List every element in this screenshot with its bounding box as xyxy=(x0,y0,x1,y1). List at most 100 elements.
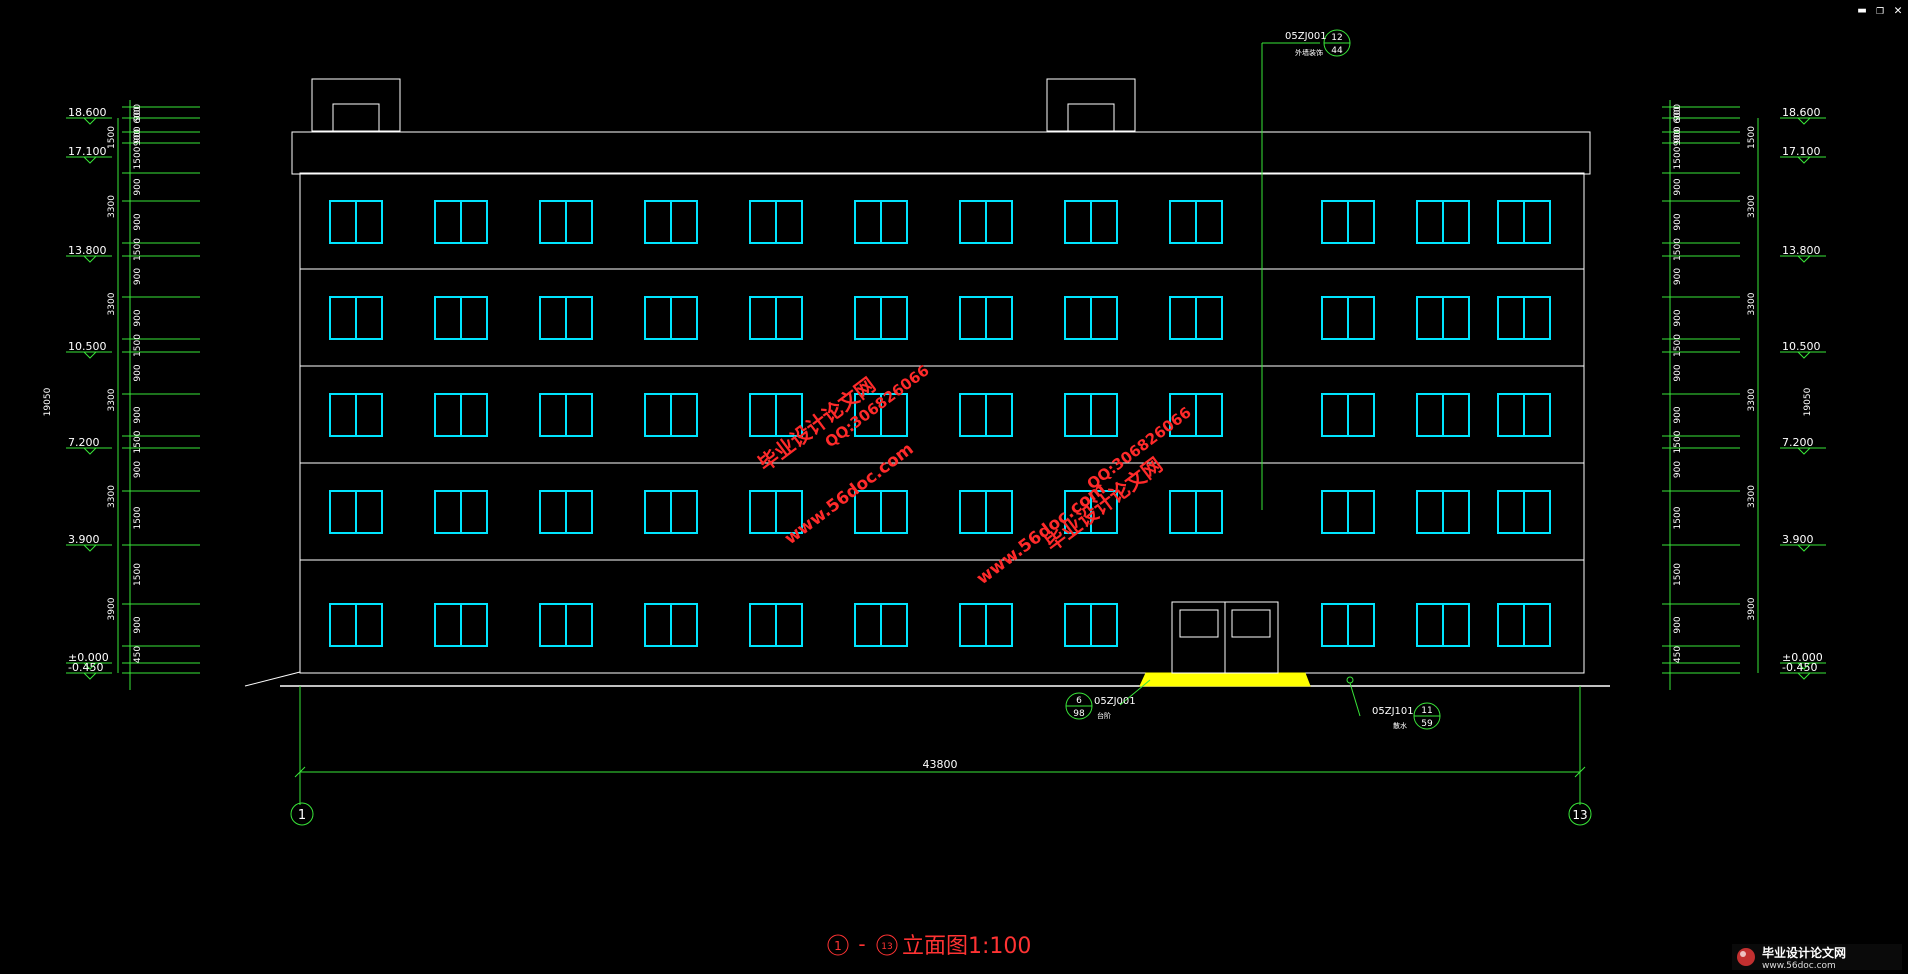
storey-dim-label: 3300 xyxy=(1747,485,1757,508)
title-dash: - xyxy=(858,932,865,956)
ramp-line xyxy=(244,671,301,687)
elevation-triangle xyxy=(82,672,98,680)
elevation-triangle xyxy=(1796,351,1812,359)
storey-dim-label: 3300 xyxy=(1747,388,1757,411)
roof-stair-house-left xyxy=(311,78,401,132)
total-width-label: 43800 xyxy=(923,758,958,771)
segment-dim-label: 450 xyxy=(1673,646,1683,663)
axis-bubble-right xyxy=(1568,802,1592,826)
axis-label-left: 1 xyxy=(298,808,306,823)
callout-top-code: 05ZJ001 xyxy=(1285,31,1327,42)
segment-dim-label: 1500 xyxy=(133,238,143,261)
segment-dim-label: 1500 xyxy=(1673,563,1683,586)
title-axis-a: 1 xyxy=(834,939,842,953)
brand-logo: 毕业设计论文网 www.56doc.com xyxy=(1732,944,1902,970)
storey-dim-label: 1500 xyxy=(1747,126,1757,149)
callout-steps-code: 05ZJ001 xyxy=(1094,696,1136,707)
storey-dim-label: 1500 xyxy=(107,126,117,149)
title-axis-b: 13 xyxy=(881,942,892,952)
elevation-label: 18.600 xyxy=(68,106,107,119)
storey-dim-label: 3300 xyxy=(107,485,117,508)
elevation-triangle xyxy=(82,117,98,125)
segment-dim-label: 1500 xyxy=(133,506,143,529)
segment-dim-label: 900 xyxy=(133,309,143,326)
segment-dim-label: 900 xyxy=(133,268,143,285)
elevation-label: ±0.000 xyxy=(1782,651,1823,664)
elevation-label: 17.100 xyxy=(68,145,107,158)
elevation-label: 7.200 xyxy=(68,436,100,449)
segment-dim-label: 900 xyxy=(133,129,143,146)
segment-dim-label: 900 xyxy=(1673,309,1683,326)
elevation-triangle xyxy=(1796,117,1812,125)
storey-dim-label: 3300 xyxy=(1747,195,1757,218)
callout-apron-page: 59 xyxy=(1421,719,1433,729)
storey-dim-label: 3300 xyxy=(107,388,117,411)
segment-dim-label: 1500 xyxy=(133,563,143,586)
leader-line-apron xyxy=(1349,682,1361,717)
segment-dim-label: 1500 xyxy=(1673,146,1683,169)
elevation-triangle xyxy=(82,544,98,552)
elevation-triangle xyxy=(1796,662,1812,670)
elevation-triangle xyxy=(1796,544,1812,552)
elevation-label: 10.500 xyxy=(68,340,107,353)
dimension-lines xyxy=(66,29,1826,826)
close-button[interactable]: ✕ xyxy=(1894,3,1902,18)
roof-stair-house-right xyxy=(1046,78,1136,132)
elevation-label: 17.100 xyxy=(1782,145,1821,158)
elevation-triangle xyxy=(82,662,98,670)
elevation-label: -0.450 xyxy=(1782,661,1817,674)
callout-steps-page: 98 xyxy=(1073,709,1085,719)
restore-button[interactable]: ❐ xyxy=(1876,3,1884,18)
segment-dim-label: 1500 xyxy=(133,334,143,357)
leader-line-steps xyxy=(1119,679,1151,706)
segment-dim-label: 1500 xyxy=(1673,238,1683,261)
segment-dim-label: 900 xyxy=(133,364,143,381)
elevation-triangle xyxy=(82,255,98,263)
roof-window-left xyxy=(332,103,380,132)
storey-dim-label: 3300 xyxy=(1747,292,1757,315)
drawing-title: 立面图1:100 xyxy=(902,934,1031,959)
door-glass-left xyxy=(1179,609,1219,638)
roof-window-right xyxy=(1067,103,1115,132)
elevation-label: ±0.000 xyxy=(68,651,109,664)
segment-dim-label: 1500 xyxy=(1673,430,1683,453)
building-outline xyxy=(244,78,1610,687)
roof-parapet xyxy=(291,131,1591,175)
building-wall xyxy=(299,172,1585,674)
callout-top-caption: 外墙装饰 xyxy=(1295,48,1323,57)
dim-tick xyxy=(294,766,306,778)
elevation-label: 13.800 xyxy=(68,244,107,257)
svg-text:毕业设计论文网: 毕业设计论文网 xyxy=(1762,945,1846,960)
total-height-label: 19050 xyxy=(43,387,53,416)
segment-dim-label: 900 xyxy=(1673,213,1683,230)
segment-dim-label: 900 xyxy=(133,406,143,423)
segment-dim-label: 1500 xyxy=(1673,334,1683,357)
callout-apron-caption: 散水 xyxy=(1393,721,1407,730)
elevation-triangle xyxy=(1796,255,1812,263)
total-height-label: 19050 xyxy=(1803,387,1813,416)
axis-bubble-left xyxy=(290,802,314,826)
watermark-url: www.56doc.com xyxy=(973,479,1110,589)
segment-dim-label: 900 xyxy=(133,213,143,230)
segment-dim-label: 900 xyxy=(1673,616,1683,633)
elevation-label: 10.500 xyxy=(1782,340,1821,353)
segment-dim-label: 900 xyxy=(1673,461,1683,478)
elevation-triangle xyxy=(1796,447,1812,455)
storey-dim-label: 3900 xyxy=(1747,597,1757,620)
callout-top-num: 12 xyxy=(1331,33,1342,43)
dim-tick xyxy=(1574,766,1586,778)
storey-dim-label: 3300 xyxy=(107,195,117,218)
entrance-steps xyxy=(1139,672,1311,687)
storey-dim-label: 3900 xyxy=(107,597,117,620)
elevation-triangle xyxy=(82,156,98,164)
minimize-button[interactable]: ▬ xyxy=(1858,3,1866,18)
segment-dim-label: 1500 xyxy=(133,146,143,169)
elevation-triangle xyxy=(82,447,98,455)
callout-steps-caption: 台阶 xyxy=(1097,711,1111,720)
segment-dim-label: 900 xyxy=(1673,268,1683,285)
segment-dim-label: 900 xyxy=(1673,364,1683,381)
axis-label-right: 13 xyxy=(1572,808,1587,822)
